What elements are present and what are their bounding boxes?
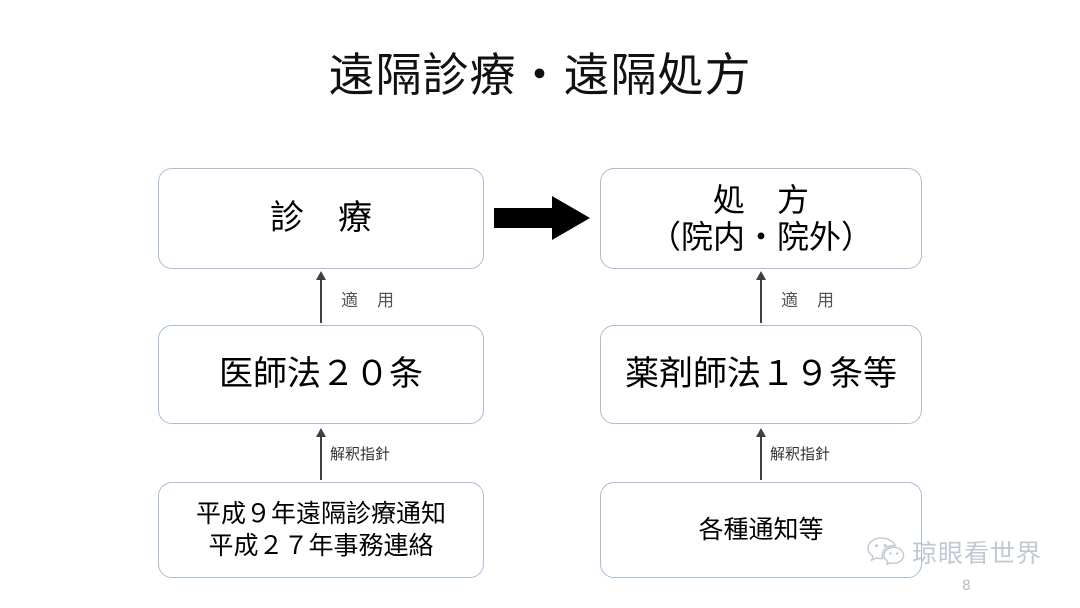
connector-physician-law-to-diagnosis — [313, 271, 329, 323]
arrowhead-up-icon — [316, 428, 326, 437]
node-notice-left[interactable]: 平成９年遠隔診療通知 平成２７年事務連絡 — [158, 482, 484, 578]
page-title: 遠隔診療・遠隔処方 — [328, 48, 752, 102]
wechat-icon — [866, 535, 906, 569]
connector-stem — [320, 435, 322, 480]
connector-stem — [760, 278, 762, 323]
node-pharmacist-law-label: 薬剤師法１９条等 — [625, 354, 897, 395]
connector-label-right-lower: 解釈指針 — [770, 445, 831, 463]
connector-notice-left-to-physician-law — [313, 428, 329, 480]
connector-stem — [760, 435, 762, 480]
arrowhead-up-icon — [756, 428, 766, 437]
node-pharmacist-law[interactable]: 薬剤師法１９条等 — [600, 325, 922, 424]
arrowhead-up-icon — [756, 271, 766, 280]
node-diagnosis[interactable]: 診 療 — [158, 168, 484, 269]
watermark: 琼眼看世界 — [866, 534, 1042, 570]
node-prescription-label-line1: 処 方 — [712, 181, 809, 220]
node-physician-law-label: 医師法２０条 — [219, 354, 423, 395]
page-number: 8 — [962, 578, 971, 594]
node-prescription-label-line2: （院内・院外） — [648, 217, 873, 256]
connector-notice-right-to-pharmacist-law — [753, 428, 769, 480]
node-notice-left-label-line1: 平成９年遠隔診療通知 — [195, 498, 446, 528]
node-notice-right[interactable]: 各種通知等 — [600, 482, 922, 578]
arrowhead-up-icon — [316, 271, 326, 280]
node-prescription[interactable]: 処 方 （院内・院外） — [600, 168, 922, 269]
connector-stem — [320, 278, 322, 323]
node-notice-left-label-line2: 平成２７年事務連絡 — [208, 531, 434, 560]
connector-label-left-lower: 解釈指針 — [330, 445, 391, 463]
node-notice-right-label: 各種通知等 — [698, 514, 824, 544]
node-physician-law[interactable]: 医師法２０条 — [158, 325, 484, 424]
node-diagnosis-label: 診 療 — [270, 198, 372, 239]
connector-pharmacist-law-to-prescription — [753, 271, 769, 323]
connector-label-right-upper: 適 用 — [781, 291, 835, 311]
watermark-text: 琼眼看世界 — [912, 539, 1043, 568]
right-block-arrow-icon — [494, 196, 590, 240]
connector-label-left-upper: 適 用 — [341, 291, 395, 311]
